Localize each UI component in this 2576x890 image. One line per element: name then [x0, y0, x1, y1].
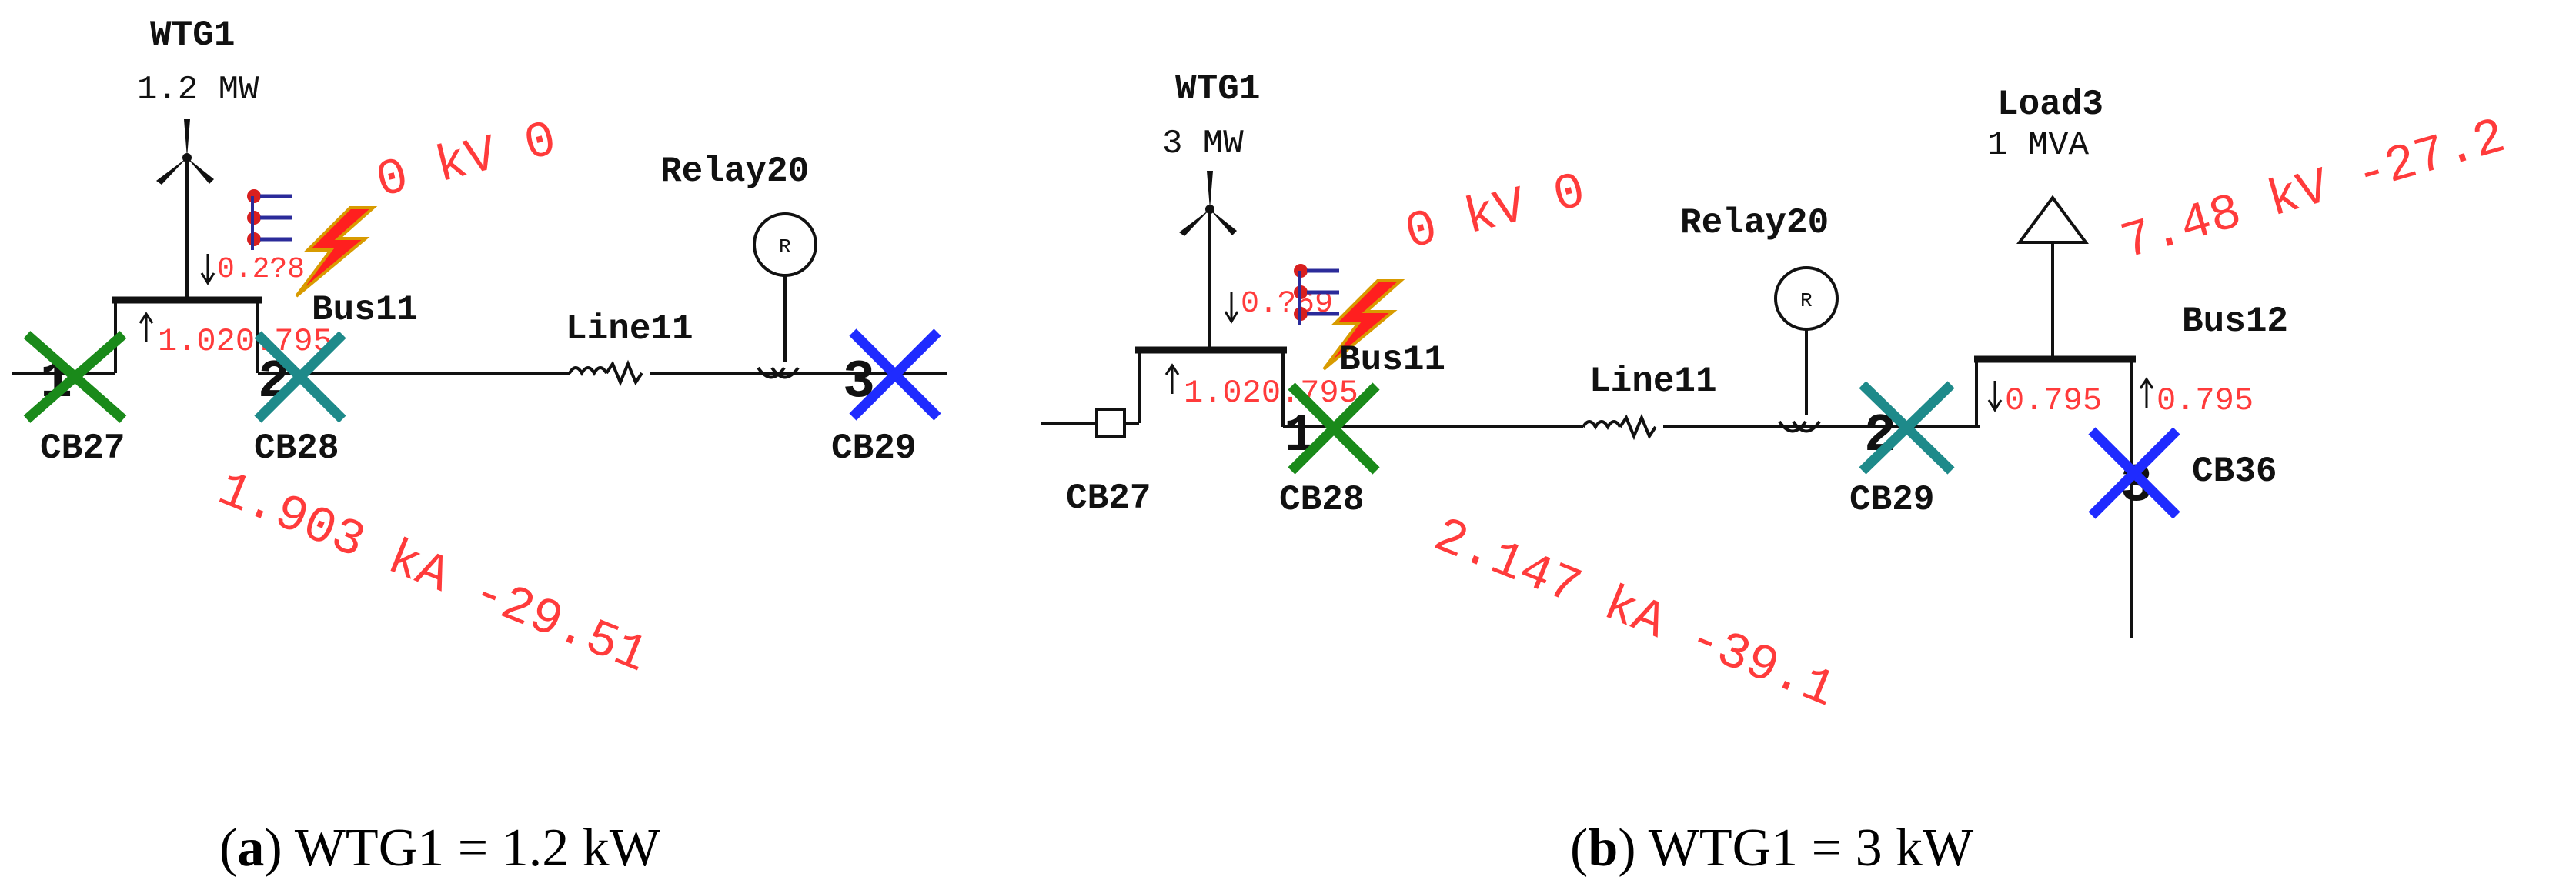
svg-text:R: R: [1800, 289, 1813, 312]
caption-b: (b) WTG1 = 3 kW: [1570, 818, 1973, 878]
cb-left-label: CB27: [40, 428, 125, 468]
wtg-name: WTG1: [150, 15, 235, 55]
wtg-rating: 3 MW: [1162, 125, 1244, 163]
bus11-name: Bus11: [1339, 340, 1445, 380]
panel-b: WTG1 3 MW 0.?69 Bus11 1.020.795: [1041, 69, 2511, 720]
bus12-flow-right: 0.795: [2157, 382, 2254, 419]
svg-text:R: R: [779, 235, 791, 258]
cb27-label: CB27: [1066, 478, 1151, 518]
relay-indicator-icon: [247, 189, 292, 250]
relay-name: Relay20: [1680, 203, 1829, 243]
load-triangle-icon: [2016, 195, 2089, 358]
x-mark-icon: [1859, 381, 1955, 475]
gen-flow-value: 0.2?8: [217, 253, 305, 286]
relay-indicator-icon: [1294, 264, 1339, 325]
line-name: Line11: [1589, 362, 1717, 402]
wind-turbine-icon: [156, 119, 214, 215]
line-name: Line11: [566, 309, 693, 349]
relay-icon: R: [1774, 266, 1839, 433]
cb-right-label: CB29: [831, 428, 916, 468]
current-result: 1.903 kA -29.51: [210, 461, 656, 685]
line-impedance-icon: [1582, 413, 1657, 441]
x-mark-icon: [254, 331, 346, 423]
bus11-flow-value: 1.020.795: [1184, 375, 1358, 412]
current-result: 2.147 kA -39.1: [1426, 507, 1843, 720]
x-mark-icon: [1288, 382, 1380, 475]
caption-a: (a) WTG1 = 1.2 kW: [219, 818, 660, 878]
load-voltage-result: 7.48 kV -27.2: [2115, 108, 2512, 272]
x-mark-icon: [23, 331, 127, 423]
cb27-symbol: [1095, 408, 1126, 438]
bus12-name: Bus12: [2182, 302, 2288, 342]
relay-name: Relay20: [660, 152, 809, 192]
panel-a: WTG1 1.2 MW 0.2?8 Bus11 1: [12, 15, 947, 685]
cb-mid-label: CB28: [254, 428, 339, 468]
relay-icon: R: [753, 212, 817, 379]
fault-bolt-icon: [1322, 279, 1405, 371]
wind-turbine-icon: [1179, 171, 1237, 267]
line-impedance-icon: [568, 359, 643, 387]
cb36-label: CB36: [2192, 452, 2277, 492]
wtg-name: WTG1: [1175, 69, 1260, 109]
bus-flow-value: 1.020.795: [158, 323, 332, 360]
cb28-label: CB28: [1279, 480, 1364, 520]
load-rating: 1 MVA: [1987, 126, 2090, 165]
bus12-flow-left: 0.795: [2005, 382, 2102, 419]
bus-name: Bus11: [312, 290, 418, 330]
wtg-rating: 1.2 MW: [137, 71, 259, 109]
load-name: Load3: [1997, 85, 2103, 125]
voltage-result: 0 kV 0: [371, 111, 563, 211]
voltage-result: 0 kV 0: [1400, 162, 1592, 262]
fault-bolt-icon: [295, 206, 378, 298]
cb29-label: CB29: [1849, 480, 1934, 520]
x-mark-icon: [2088, 427, 2180, 519]
x-mark-icon: [849, 328, 941, 421]
